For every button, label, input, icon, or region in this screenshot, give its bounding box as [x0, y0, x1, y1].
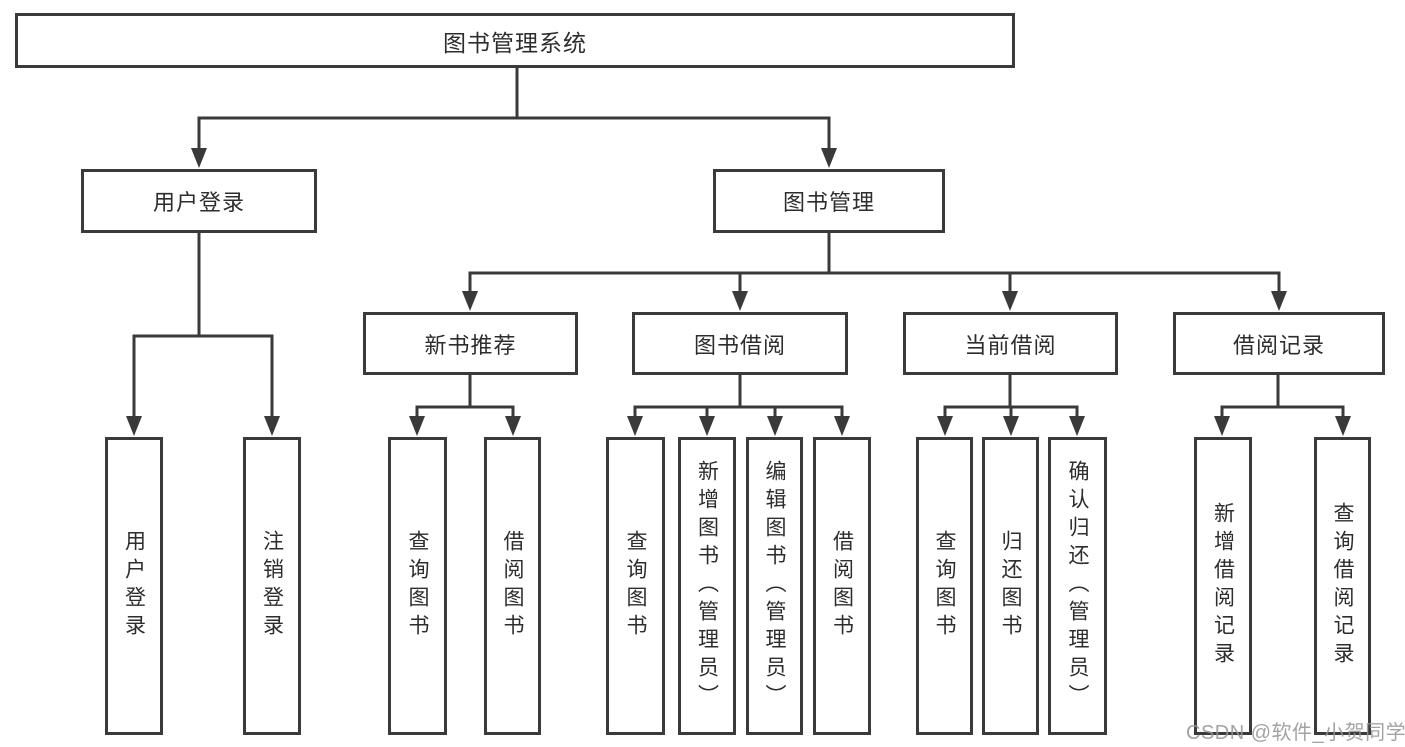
- node-book-management: 图书管理: [713, 169, 945, 233]
- node-book-management-label: 图书管理: [782, 190, 875, 215]
- leaf-add-book-admin-label: 新增图书（管理员）: [695, 460, 719, 712]
- leaf-search-books-borrowing-label: 查询图书: [624, 530, 647, 642]
- leaf-logout: 注销登录: [243, 437, 301, 735]
- leaf-search-books-current: 查询图书: [916, 437, 973, 735]
- node-new-book-recommendation-label: 新书推荐: [424, 332, 517, 358]
- leaf-borrow-books-borrowing: 借阅图书: [813, 437, 871, 735]
- node-book-borrowing: 图书借阅: [632, 312, 848, 375]
- node-borrowing-records-label: 借阅记录: [1232, 332, 1325, 358]
- node-user-login: 用户登录: [81, 169, 317, 233]
- leaf-return-books-label: 归还图书: [999, 530, 1022, 642]
- node-user-login-label: 用户登录: [152, 190, 245, 215]
- node-current-borrowing: 当前借阅: [903, 312, 1118, 375]
- leaf-search-borrow-record: 查询借阅记录: [1314, 437, 1371, 735]
- watermark: CSDN @软件_小贺同学: [1186, 722, 1405, 744]
- node-current-borrowing-label: 当前借阅: [964, 332, 1057, 358]
- leaf-borrow-books-recommend-label: 借阅图书: [501, 530, 524, 642]
- connector-path: [132, 68, 1345, 420]
- leaf-borrow-books-recommend: 借阅图书: [484, 437, 541, 735]
- leaf-add-book-admin: 新增图书（管理员）: [678, 437, 736, 735]
- leaf-edit-book-admin-label: 编辑图书（管理员）: [763, 460, 786, 712]
- leaf-return-books: 归还图书: [982, 437, 1039, 735]
- leaf-user-login: 用户登录: [105, 437, 163, 735]
- leaf-edit-book-admin: 编辑图书（管理员）: [746, 437, 803, 735]
- leaf-add-borrow-record: 新增借阅记录: [1194, 437, 1252, 735]
- leaf-search-books-recommend: 查询图书: [388, 437, 447, 735]
- node-book-borrowing-label: 图书借阅: [693, 332, 786, 358]
- leaf-confirm-return-admin-label: 确认归还（管理员）: [1066, 460, 1089, 712]
- leaf-add-borrow-record-label: 新增借阅记录: [1211, 502, 1235, 670]
- leaf-confirm-return-admin: 确认归还（管理员）: [1048, 437, 1107, 735]
- node-new-book-recommendation: 新书推荐: [363, 312, 578, 375]
- node-root-label: 图书管理系统: [443, 29, 587, 56]
- leaf-logout-label: 注销登录: [260, 530, 284, 642]
- leaf-user-login-label: 用户登录: [122, 530, 146, 642]
- leaf-search-books-current-label: 查询图书: [933, 530, 956, 642]
- leaf-search-books-recommend-label: 查询图书: [406, 530, 429, 642]
- leaf-search-books-borrowing: 查询图书: [606, 437, 665, 735]
- leaf-search-borrow-record-label: 查询借阅记录: [1331, 502, 1354, 670]
- node-root: 图书管理系统: [15, 13, 1015, 68]
- leaf-borrow-books-borrowing-label: 借阅图书: [830, 530, 854, 642]
- arrowheads: [126, 148, 1351, 436]
- node-borrowing-records: 借阅记录: [1173, 312, 1385, 375]
